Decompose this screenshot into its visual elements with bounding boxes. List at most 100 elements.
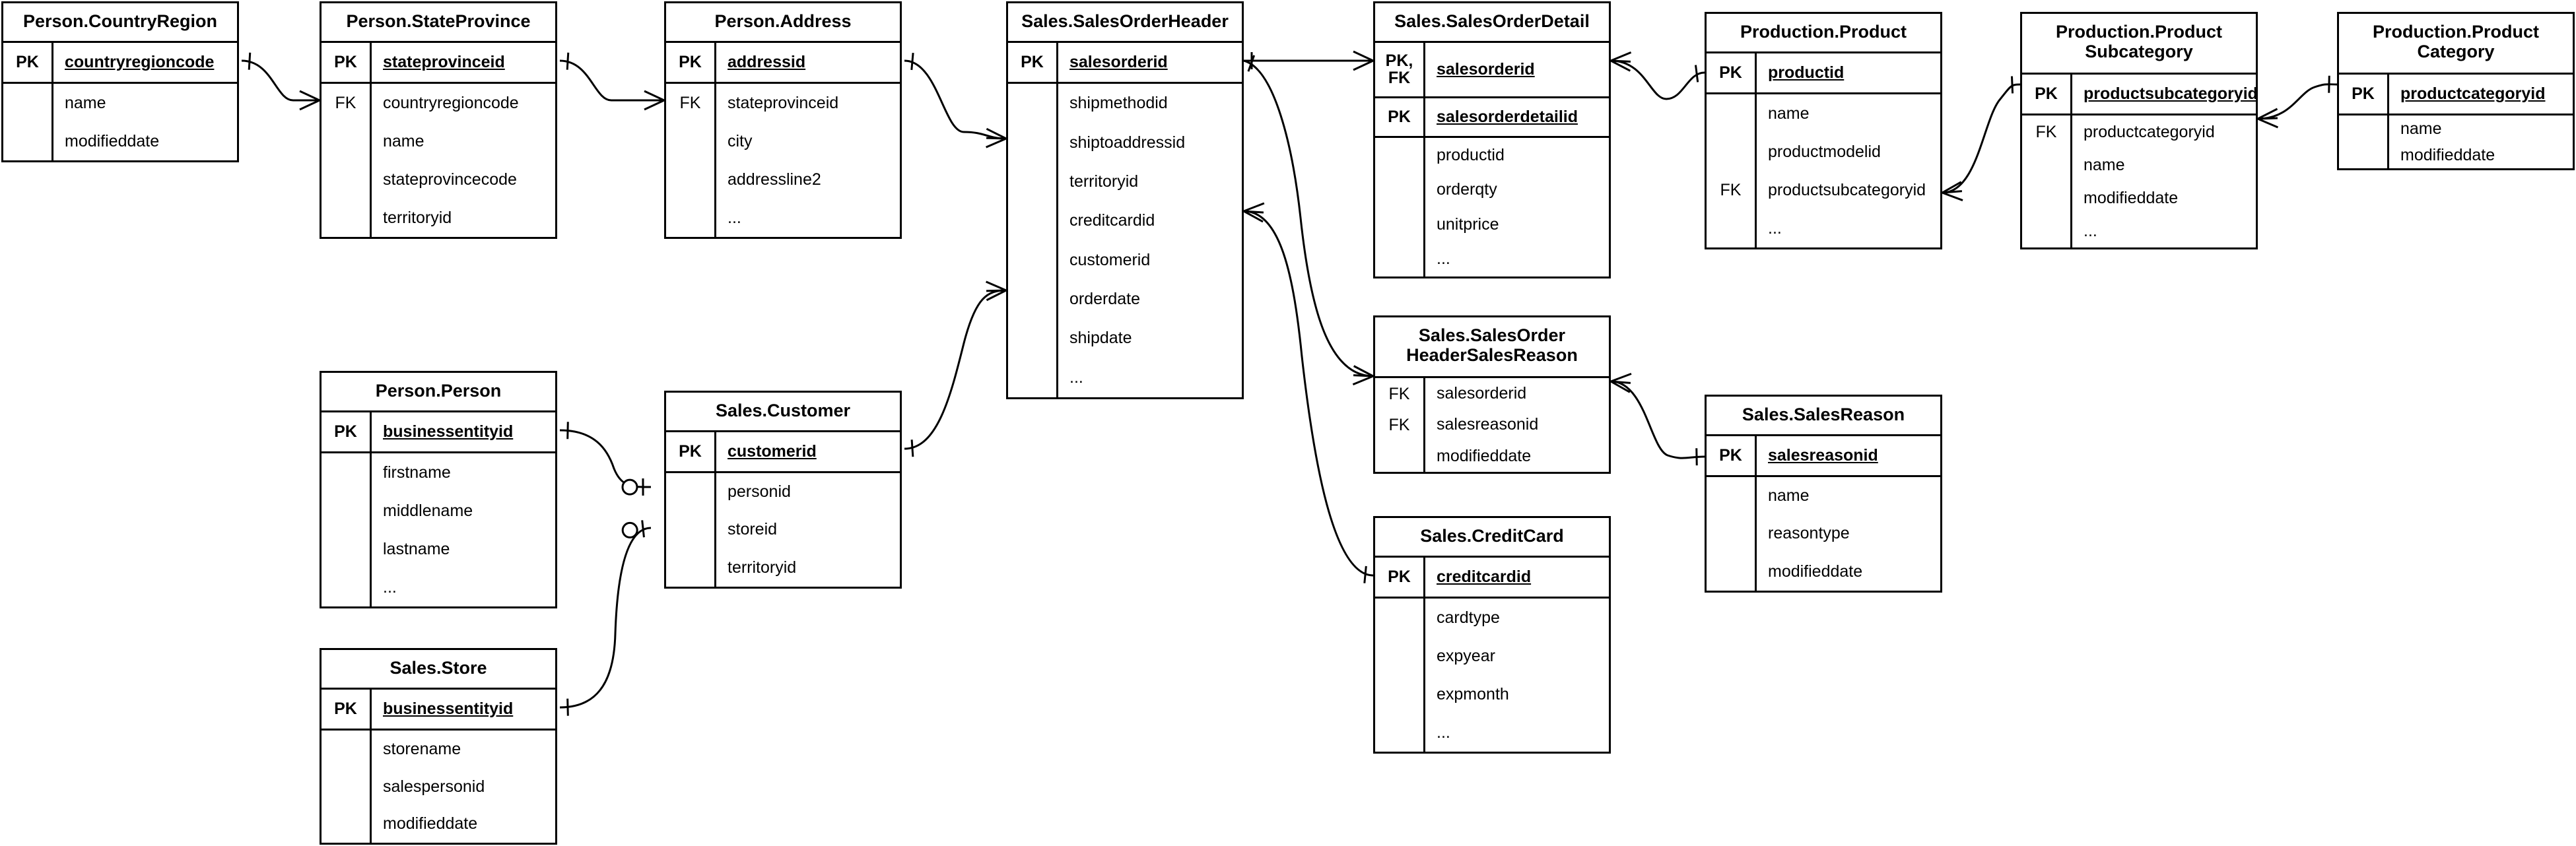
key-badge-empty — [1375, 138, 1425, 173]
key-badge-empty — [1375, 637, 1425, 675]
attribute-row[interactable]: orderqty — [1375, 172, 1609, 207]
attribute-row[interactable]: shipmethodid — [1008, 84, 1242, 123]
attribute-row[interactable]: name — [2022, 148, 2256, 181]
attribute-name: businessentityid — [383, 422, 514, 441]
attribute-row[interactable]: name — [322, 122, 555, 160]
cardinality-tick — [1610, 380, 1631, 393]
cardinality-tick — [986, 127, 1007, 140]
attribute-row[interactable]: expmonth — [1375, 675, 1609, 713]
attribute-row[interactable]: territoryid — [666, 548, 900, 587]
attribute-row[interactable]: ... — [1707, 209, 1940, 247]
attribute-row[interactable]: cardtype — [1375, 599, 1609, 637]
attribute-row[interactable]: territoryid — [1008, 162, 1242, 202]
attribute-name: salespersonid — [383, 777, 485, 796]
key-badge-empty — [1375, 242, 1425, 277]
attribute-row[interactable]: salespersonid — [322, 767, 555, 806]
cardinality-tick — [986, 137, 1007, 148]
attribute-row[interactable]: modifieddate — [1707, 552, 1940, 591]
attribute-row[interactable]: personid — [666, 473, 900, 511]
attribute-row[interactable]: storename — [322, 731, 555, 768]
attribute-row[interactable]: ... — [1008, 358, 1242, 397]
attribute-name: ... — [1437, 723, 1450, 742]
key-badge-pk: PK — [1707, 436, 1757, 475]
attribute-row[interactable]: orderdate — [1008, 279, 1242, 319]
attribute-row[interactable]: productid — [1375, 138, 1609, 173]
attribute-row[interactable]: storeid — [666, 511, 900, 549]
attribute-row[interactable]: reasontype — [1707, 515, 1940, 553]
attribute-row[interactable]: unitprice — [1375, 207, 1609, 242]
attribute-row[interactable]: name — [3, 84, 237, 122]
attribute-row[interactable]: lastname — [322, 530, 555, 568]
attribute-row[interactable]: firstname — [322, 453, 555, 492]
attribute-row[interactable]: modifieddate — [2339, 142, 2573, 168]
attribute-row[interactable]: ... — [2022, 214, 2256, 247]
attribute-row[interactable]: modifieddate — [3, 122, 237, 160]
attribute-row[interactable]: territoryid — [322, 199, 555, 237]
attribute-row[interactable]: modifieddate — [322, 805, 555, 843]
attribute-row[interactable]: expyear — [1375, 637, 1609, 675]
attribute-row[interactable]: ... — [666, 199, 900, 237]
cardinality-tick — [1353, 365, 1374, 377]
attribute-row[interactable]: modifieddate — [1375, 440, 1609, 472]
attribute-row[interactable]: productmodelid — [1707, 133, 1940, 171]
attribute-row[interactable]: ... — [1375, 713, 1609, 752]
attribute-row[interactable]: name — [2339, 115, 2573, 142]
attribute-row[interactable]: ... — [1375, 242, 1609, 277]
key-badge-pk: PK — [322, 690, 372, 729]
attribute-row[interactable]: stateprovincecode — [322, 160, 555, 199]
attribute-row[interactable]: shiptoaddressid — [1008, 123, 1242, 162]
attribute-row[interactable]: addressline2 — [666, 160, 900, 199]
attribute-row[interactable]: name — [1707, 477, 1940, 515]
connector-rel-salesorderheader-headersalesreason — [1243, 59, 1374, 377]
attribute-row[interactable]: shipdate — [1008, 319, 1242, 358]
attribute-row[interactable]: name — [1707, 94, 1940, 133]
attribute-row[interactable]: customerid — [1008, 240, 1242, 280]
attribute-row[interactable]: middlename — [322, 492, 555, 530]
key-badge-empty — [1707, 133, 1757, 171]
attribute-name: storeid — [728, 520, 778, 539]
entity-title: Sales.Store — [322, 650, 555, 690]
attribute-row[interactable]: creditcardid — [1008, 201, 1242, 241]
attribute-row[interactable]: ... — [322, 568, 555, 606]
attribute-row[interactable]: city — [666, 122, 900, 160]
attribute-row[interactable]: modifieddate — [2022, 181, 2256, 214]
attribute-name: territoryid — [1069, 172, 1139, 191]
